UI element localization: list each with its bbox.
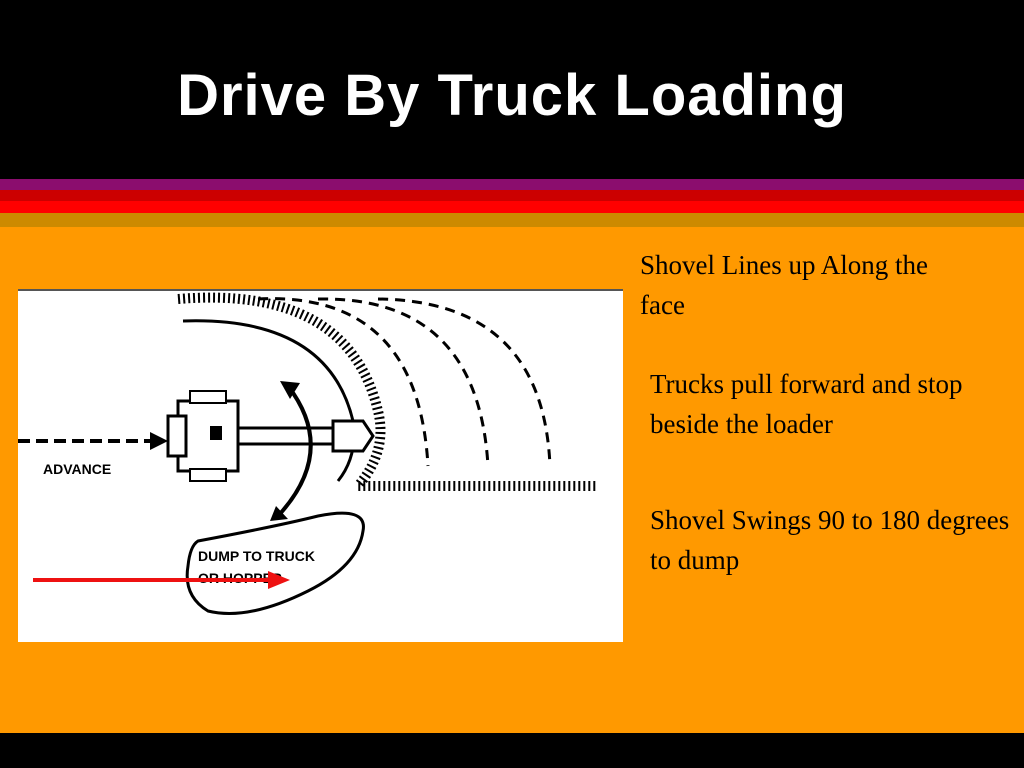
slide-title: Drive By Truck Loading [177,63,847,128]
bullet-trucks-pull-forward: Trucks pull forward and stop beside the … [650,369,963,439]
swing-arrow [276,384,313,518]
stripe-gold [0,213,1024,227]
advance-arrowhead [150,432,168,450]
stripe-red [0,201,1024,213]
stripe-dark-red [0,190,1024,201]
muck-pile-inner [182,319,356,482]
bullet-shovel-swings: Shovel Swings 90 to 180 degrees to dump [650,505,1010,575]
bullet-shovel-lines-up: Shovel Lines up Along the face [640,250,928,320]
cut-arc-2 [317,297,490,467]
shovel [166,390,375,482]
diagram-svg: ADVANCE DUMP TO TRUCK OR HOPPER [18,292,598,615]
cut-arc-3 [377,297,552,467]
advance-label: ADVANCE [43,461,111,477]
swing-arrowhead-bottom [270,506,288,521]
swing-arrowhead-top [280,381,300,399]
dump-area-outline [185,511,365,615]
cut-arc-1 [257,297,430,467]
dump-label-line1: DUMP TO TRUCK [198,548,315,564]
muck-pile [177,292,598,491]
truck-arrowhead [268,571,290,589]
stripe-purple [0,179,1024,190]
loading-diagram: ADVANCE DUMP TO TRUCK OR HOPPER [18,289,623,642]
